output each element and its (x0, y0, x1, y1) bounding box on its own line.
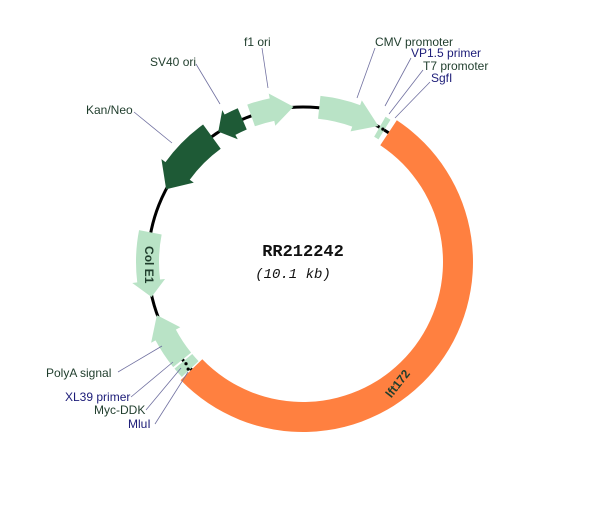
plasmid-size: (10.1 kb) (255, 267, 331, 283)
label-mlui: MluI (128, 417, 151, 431)
feature-polya-signal (151, 315, 192, 368)
label-f1-ori: f1 ori (244, 35, 271, 49)
leader-t7 (388, 69, 424, 115)
feature-kan-neo (161, 124, 221, 190)
label-polya-signal: PolyA signal (46, 366, 111, 380)
site-marker (184, 362, 188, 366)
feature-cmv-promoter (318, 95, 379, 132)
leader-sgfi (394, 81, 431, 119)
leader-f1-ori (261, 47, 269, 89)
leader-vp15 (384, 57, 412, 107)
label-sgfi: SgfI (431, 71, 452, 85)
label-t7-promoter: T7 promoter (423, 59, 488, 73)
leader-myc-ddk (145, 367, 182, 411)
leader-polya (117, 345, 163, 373)
feature-sv40-ori (218, 108, 247, 140)
site-marker (186, 367, 190, 371)
label-kan-neo: Kan/Neo (86, 103, 133, 117)
plasmid-name: RR212242 (262, 243, 344, 262)
leader-cmv (356, 47, 376, 99)
leader-xl39 (130, 361, 174, 398)
leader-mlui (154, 371, 189, 425)
feature-lft172 (180, 120, 474, 432)
feature-myc-ddk (174, 353, 199, 377)
label-sv40-ori: SV40 ori (150, 55, 196, 69)
leader-kan-neo (133, 111, 173, 144)
label-col-e1: Col E1 (142, 246, 156, 284)
label-vp15-primer: VP1.5 primer (411, 46, 481, 60)
label-myc-ddk: Myc-DDK (94, 403, 145, 417)
leader-sv40-ori (195, 63, 221, 105)
label-cmv-promoter: CMV promoter (375, 35, 453, 49)
feature-f1-ori (247, 93, 294, 127)
site-marker (381, 127, 385, 131)
feature-col-e1 (132, 230, 166, 297)
label-xl39-primer: XL39 primer (65, 390, 130, 404)
